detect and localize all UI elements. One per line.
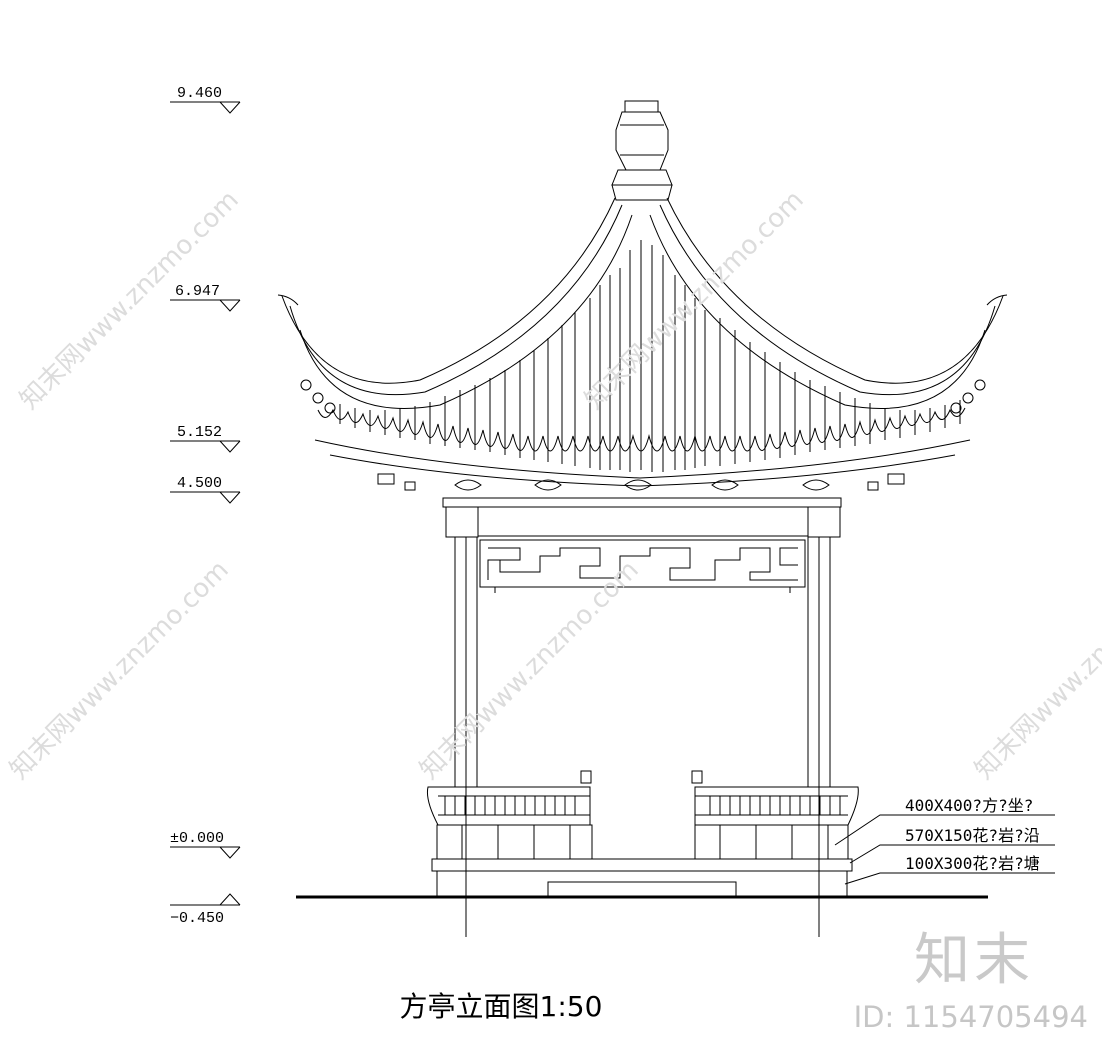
level-label: 5.152 (177, 424, 222, 441)
material-annotations: 400X400?方?坐? 570X150花?岩?沿 100X300花?岩?塘 (834, 796, 1055, 885)
drawing-title: 方亭立面图1:50 (0, 985, 1102, 1025)
level-marker-9460: 9.460 (170, 85, 241, 114)
balustrade-finials (580, 770, 703, 784)
watermark-id: ID: 1154705494 (853, 1000, 1088, 1034)
balustrade-left (427, 786, 591, 826)
balustrade-right (694, 786, 859, 826)
annotation-base: 100X300花?岩?塘 (905, 854, 1040, 873)
level-label: ±0.000 (170, 830, 224, 847)
roof-tiles (339, 240, 961, 472)
level-marker-4500: 4.500 (170, 475, 241, 504)
roof-finial (611, 100, 673, 201)
level-label: −0.450 (170, 910, 224, 927)
drawing-title-text: 方亭立面图1:50 (399, 990, 603, 1023)
level-marker-0000: ±0.000 (170, 830, 241, 859)
roof-corner-ornaments (300, 379, 986, 491)
eave-scallops (314, 407, 971, 487)
level-marker-6947: 6.947 (170, 283, 241, 312)
level-label: 6.947 (175, 283, 220, 300)
level-marker-minus-0450: −0.450 (170, 893, 241, 927)
level-marker-5152: 5.152 (170, 424, 241, 453)
pavilion-base (296, 824, 988, 899)
level-label: 9.460 (177, 85, 222, 102)
roof-ridges (277, 197, 1008, 409)
level-label: 4.500 (177, 475, 222, 492)
annotation-curb: 570X150花?岩?沿 (905, 826, 1040, 845)
watermark-brand: 知末 (914, 928, 1034, 993)
lattice-frieze (479, 539, 806, 593)
annotation-seat: 400X400?方?坐? (905, 796, 1033, 815)
